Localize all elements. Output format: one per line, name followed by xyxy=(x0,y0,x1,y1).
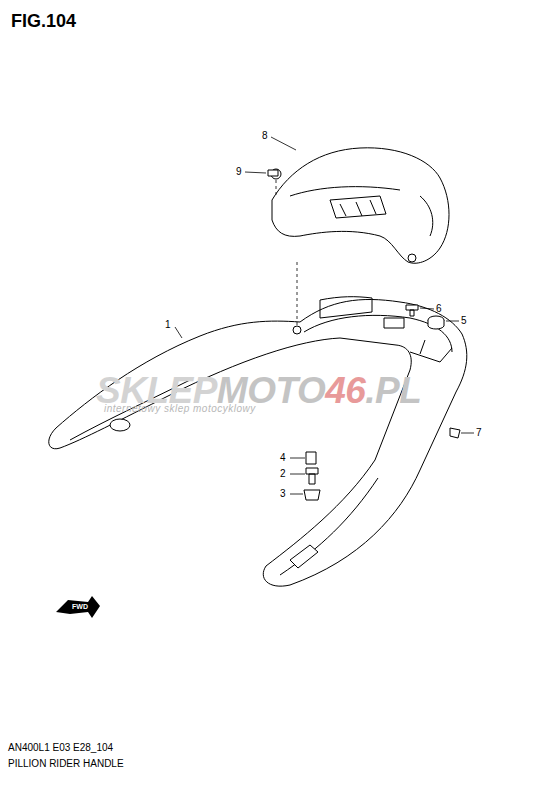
callout-number: 4 xyxy=(280,453,286,463)
rear-cover xyxy=(272,148,449,263)
callout-number: 5 xyxy=(461,316,467,326)
watermark-subtitle: internetowy sklep motocyklowy xyxy=(104,404,256,414)
fwd-label: FWD xyxy=(72,603,88,610)
callout-number: 1 xyxy=(165,320,171,330)
callout-number: 9 xyxy=(236,167,242,177)
watermark-text: .PL xyxy=(365,372,421,409)
callout-number: 7 xyxy=(476,428,482,438)
callout-number: 2 xyxy=(280,469,286,479)
pillion-handle xyxy=(49,299,467,586)
watermark-text: 46 xyxy=(325,372,365,409)
callout-number: 3 xyxy=(280,489,286,499)
figure-caption: PILLION RIDER HANDLE xyxy=(8,759,124,769)
callout-number: 8 xyxy=(262,131,268,141)
figure-title: FIG.104 xyxy=(11,12,76,30)
fwd-arrow xyxy=(56,596,100,618)
model-code: AN400L1 E03 E28_104 xyxy=(8,743,113,753)
callout-number: 6 xyxy=(436,304,442,314)
